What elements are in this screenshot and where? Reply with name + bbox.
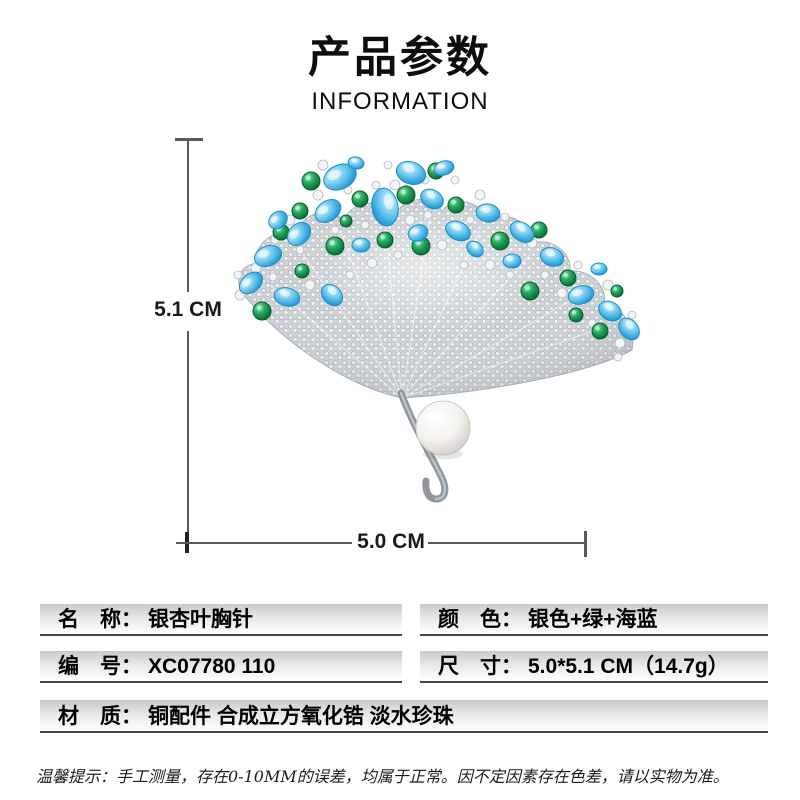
vertical-dim-line-lower bbox=[187, 331, 189, 553]
product-image-ginkgo-brooch bbox=[233, 156, 640, 503]
warm-tip-note: 温馨提示：手工测量，存在0-10MM的误差，均属于正常。因不定因素存在色差，请以… bbox=[36, 767, 729, 786]
page-subtitle: INFORMATION bbox=[311, 88, 489, 115]
spec-row-name: 名 称： 银杏叶胸针 bbox=[40, 604, 402, 636]
page-title: 产品参数 bbox=[308, 34, 492, 82]
vertical-dim-line-upper bbox=[187, 140, 189, 292]
pearl bbox=[415, 400, 471, 460]
spec-label-number: 编 号： bbox=[58, 655, 142, 678]
spec-value-color: 银色+绿+海蓝 bbox=[528, 608, 658, 631]
spec-label-color: 颜 色： bbox=[438, 608, 522, 631]
horizontal-dim-right-tick bbox=[584, 531, 587, 557]
spec-label-material: 材 质： bbox=[58, 705, 142, 728]
spec-row-color: 颜 色： 银色+绿+海蓝 bbox=[420, 604, 768, 636]
gem-cluster bbox=[233, 156, 640, 362]
spec-label-name: 名 称： bbox=[58, 608, 142, 631]
spec-value-material: 铜配件 合成立方氧化锆 淡水珍珠 bbox=[148, 705, 454, 728]
header: 产品参数 INFORMATION bbox=[0, 30, 800, 116]
spec-row-material: 材 质： 铜配件 合成立方氧化锆 淡水珍珠 bbox=[40, 700, 768, 733]
spec-row-size: 尺 寸： 5.0*5.1 CM（14.7g） bbox=[420, 651, 768, 683]
spec-value-size: 5.0*5.1 CM（14.7g） bbox=[528, 655, 729, 678]
width-dimension-label: 5.0 CM bbox=[357, 530, 425, 553]
horizontal-dim-line-right bbox=[428, 542, 586, 544]
spec-value-number: XC07780 110 bbox=[148, 655, 276, 678]
height-dimension-label: 5.1 CM bbox=[154, 298, 222, 321]
horizontal-dim-line-left bbox=[176, 542, 352, 544]
vertical-dim-top-tick bbox=[175, 138, 203, 141]
spec-label-size: 尺 寸： bbox=[438, 655, 522, 678]
spec-row-number: 编 号： XC07780 110 bbox=[40, 651, 402, 683]
spec-value-name: 银杏叶胸针 bbox=[148, 608, 253, 631]
